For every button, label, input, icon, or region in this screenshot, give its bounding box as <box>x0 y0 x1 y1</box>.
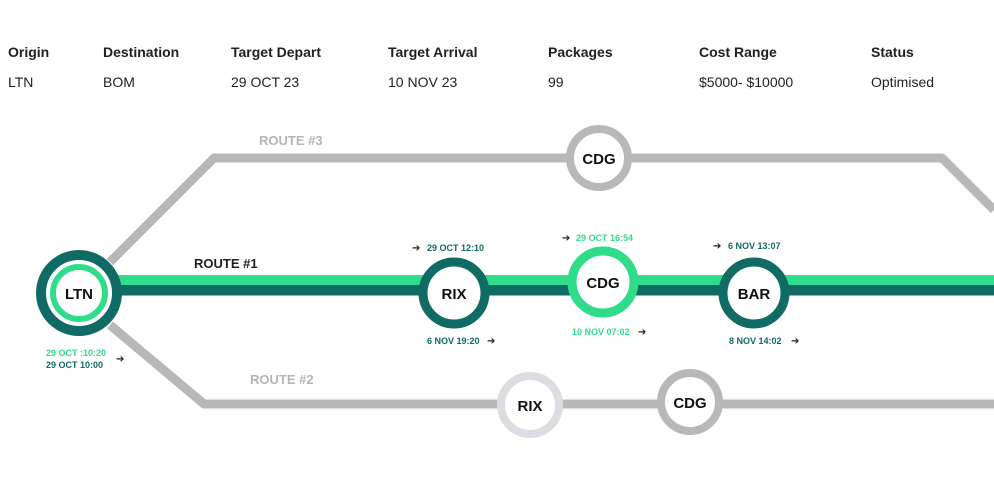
origin-header: Origin <box>8 44 50 60</box>
route-3-path[interactable] <box>106 153 994 266</box>
cost-range-column: Cost Range $5000- $10000 <box>699 44 793 90</box>
status-value: Optimised <box>871 74 935 90</box>
rix-arrive-time: 29 OCT 12:10 <box>427 243 484 253</box>
origin-value: LTN <box>8 74 34 90</box>
cdg-arrive-time: 29 OCT 16:54 <box>576 233 633 243</box>
node-rix-route-1-label: RIX <box>441 286 466 303</box>
node-rix-route-1[interactable]: RIX <box>418 257 490 329</box>
route-2-path[interactable] <box>107 321 994 409</box>
target-depart-header: Target Depart <box>231 44 321 60</box>
destination-column: Destination BOM <box>103 44 179 90</box>
target-arrival-header: Target Arrival <box>388 44 478 60</box>
node-rix-route-2[interactable]: RIX <box>497 372 563 438</box>
cost-range-header: Cost Range <box>699 44 777 60</box>
ltn-arrow-icon: ➔ <box>116 354 124 365</box>
node-bar-route-1-label: BAR <box>738 286 771 303</box>
ltn-planned-time: 29 OCT :10:20 <box>46 348 106 358</box>
packages-header: Packages <box>548 44 613 60</box>
node-cdg-route-1-label: CDG <box>586 275 619 292</box>
node-cdg-route-2[interactable]: CDG <box>657 369 723 435</box>
target-depart-column: Target Depart 29 OCT 23 <box>231 44 321 90</box>
node-cdg-route-1[interactable]: CDG <box>567 246 639 318</box>
node-cdg-route-2-label: CDG <box>673 395 706 412</box>
destination-value: BOM <box>103 74 135 90</box>
node-rix-route-2-label: RIX <box>517 398 542 415</box>
target-depart-value: 29 OCT 23 <box>231 74 300 90</box>
status-column: Status Optimised <box>871 44 934 90</box>
node-ltn[interactable]: LTN <box>36 250 122 336</box>
cdg-depart-arrow-icon: ➔ <box>638 327 646 338</box>
node-ltn-label: LTN <box>65 286 93 303</box>
rix-depart-arrow-icon: ➔ <box>487 336 495 347</box>
origin-column: Origin LTN <box>8 44 49 90</box>
bar-depart-time: 8 NOV 14:02 <box>729 336 782 346</box>
cost-range-value: $5000- $10000 <box>699 74 794 90</box>
target-arrival-column: Target Arrival 10 NOV 23 <box>388 44 477 90</box>
route-3-label: ROUTE #3 <box>259 133 323 148</box>
cdg-depart-time: 10 NOV 07:02 <box>572 327 630 337</box>
status-header: Status <box>871 44 914 60</box>
node-bar-route-1[interactable]: BAR <box>718 257 790 329</box>
route-1-label: ROUTE #1 <box>194 256 258 271</box>
packages-column: Packages 99 <box>548 44 613 90</box>
bar-depart-arrow-icon: ➔ <box>791 336 799 347</box>
destination-header: Destination <box>103 44 180 60</box>
cdg-arrive-arrow-icon: ➔ <box>562 233 570 244</box>
rix-depart-time: 6 NOV 19:20 <box>427 336 480 346</box>
rix-arrive-arrow-icon: ➔ <box>412 243 420 254</box>
ltn-actual-time: 29 OCT 10:00 <box>46 360 103 370</box>
node-cdg-route-3-label: CDG <box>582 151 615 168</box>
node-cdg-route-3[interactable]: CDG <box>566 125 632 191</box>
bar-arrive-time: 6 NOV 13:07 <box>728 241 781 251</box>
bar-arrive-arrow-icon: ➔ <box>713 241 721 252</box>
packages-value: 99 <box>548 74 564 90</box>
target-arrival-value: 10 NOV 23 <box>388 74 458 90</box>
route-2-label: ROUTE #2 <box>250 372 314 387</box>
route-summary: Origin LTN Destination BOM Target Depart… <box>0 0 994 110</box>
